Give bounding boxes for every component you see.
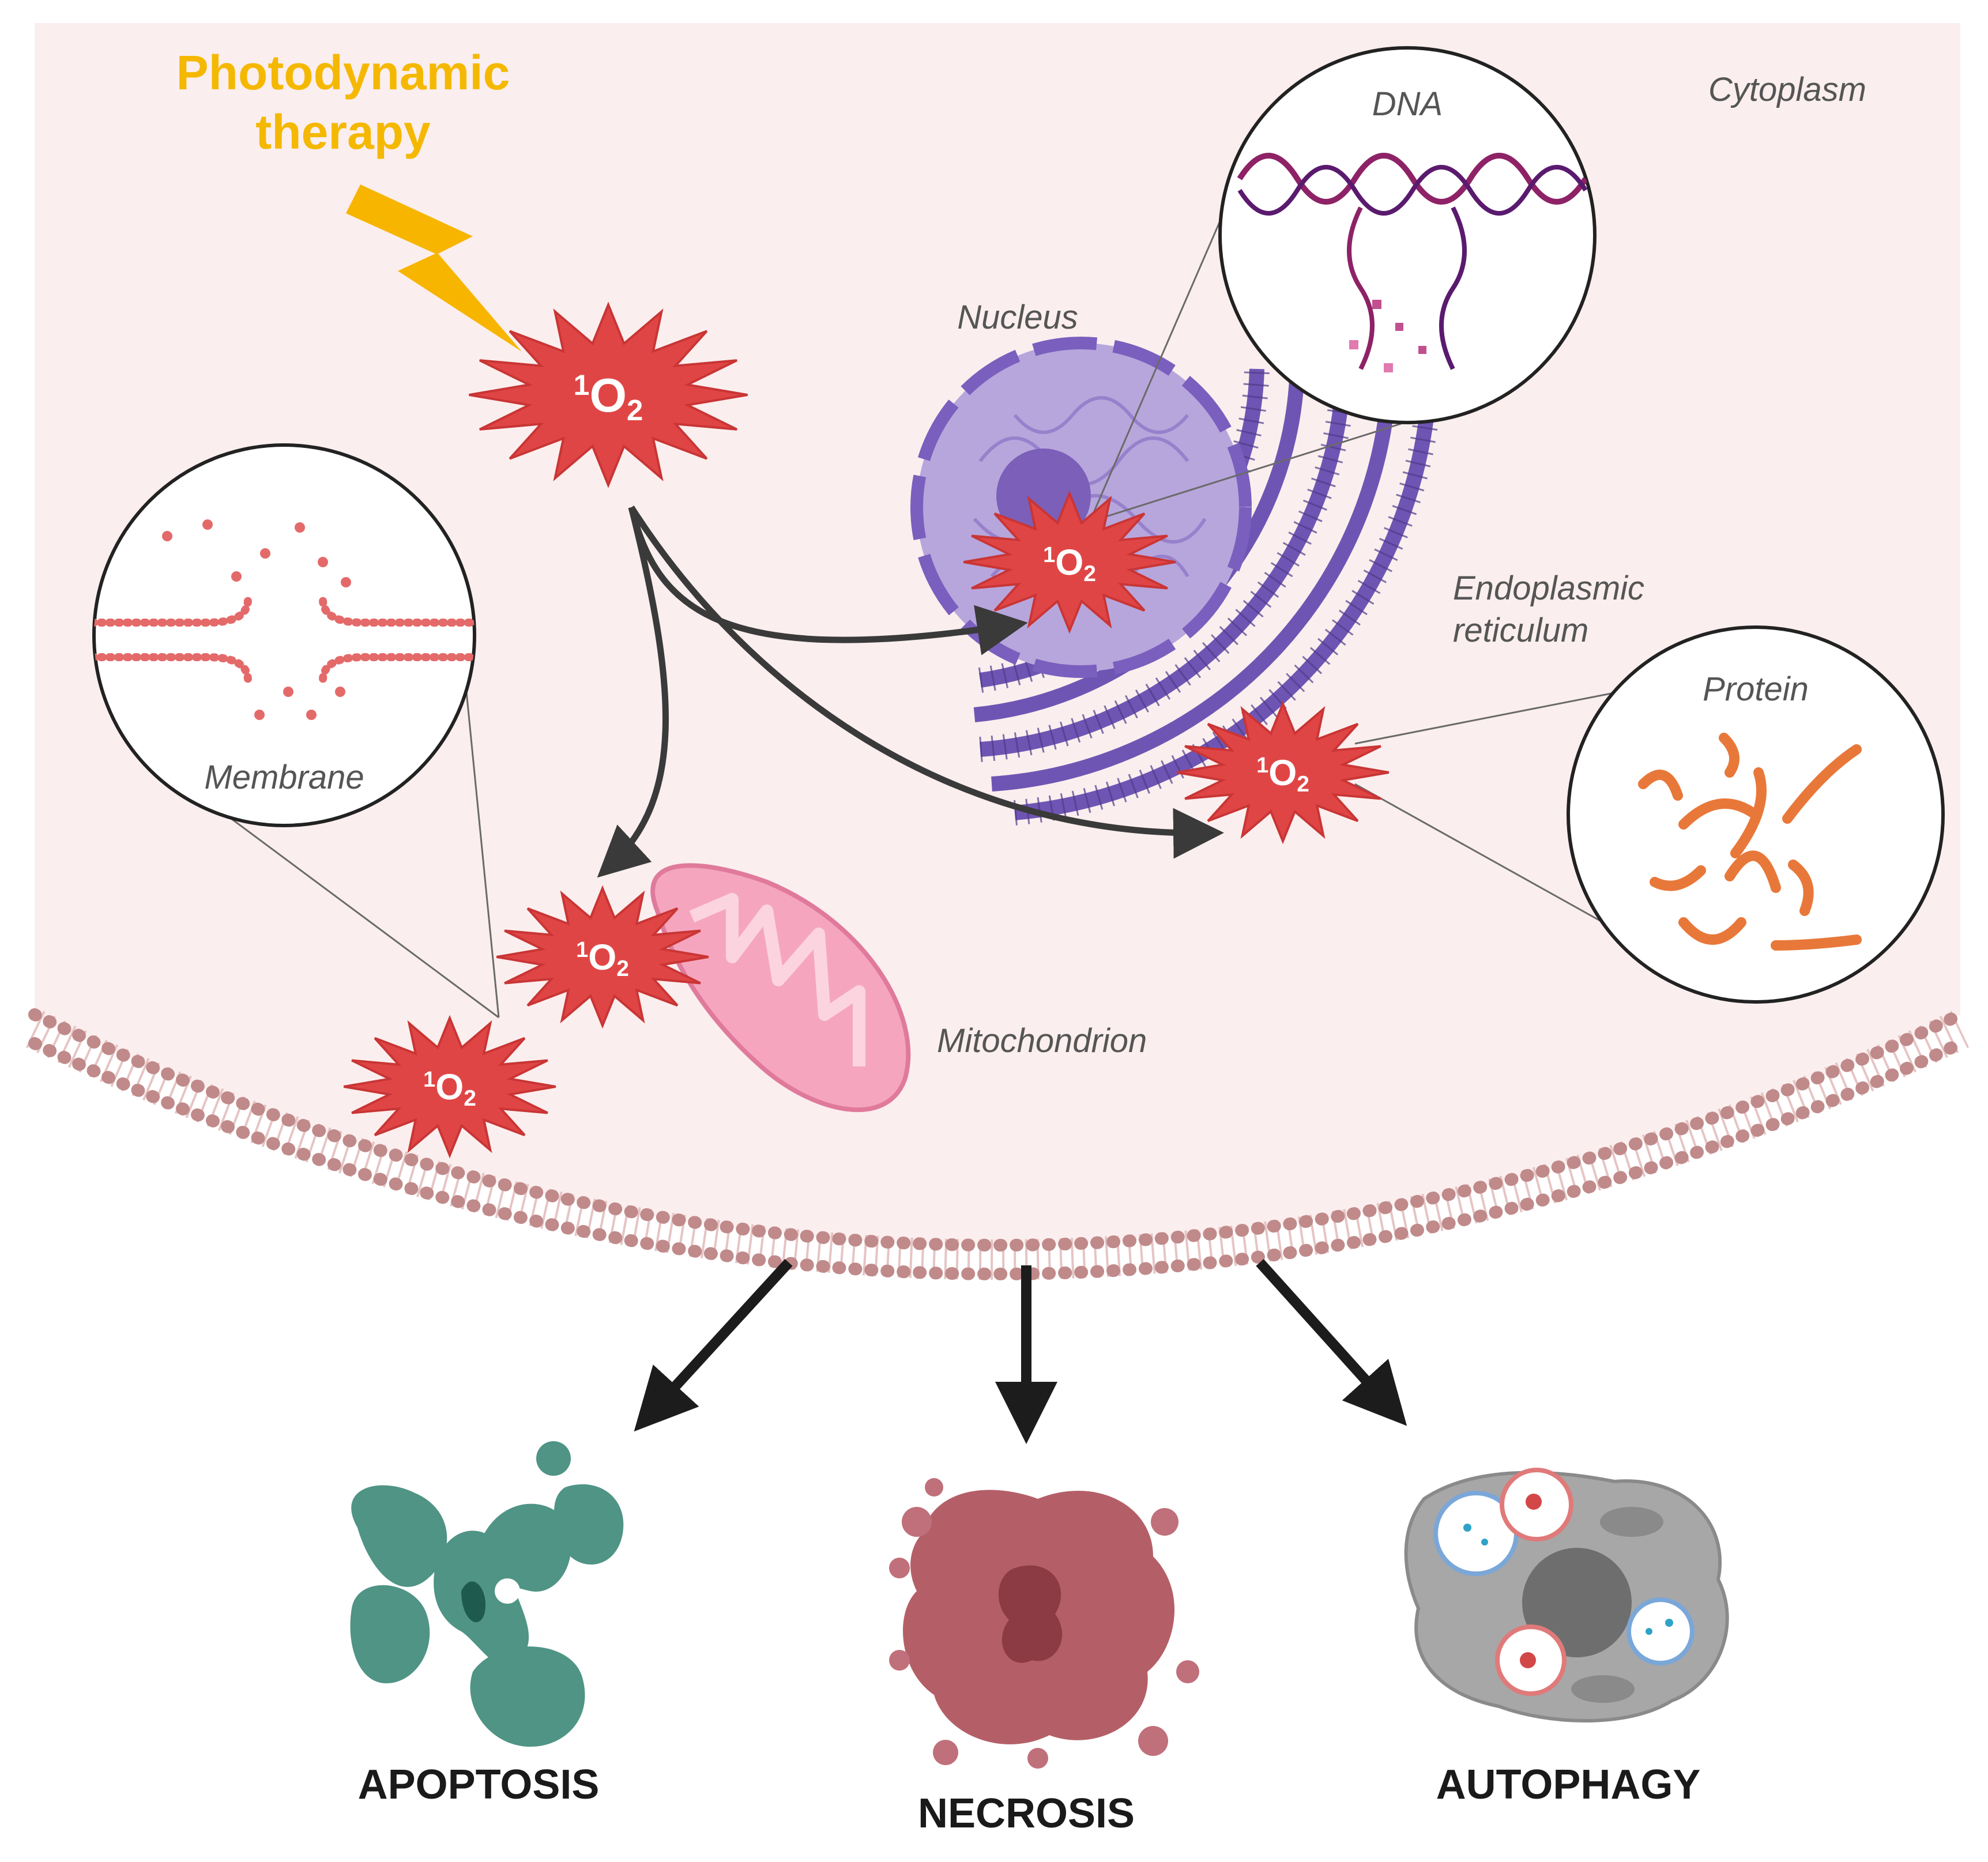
- autophagy-cell: [1404, 1468, 1729, 1722]
- singlet-oxygen-label: 1O2: [576, 937, 629, 981]
- outcome-arrows: [634, 1258, 1407, 1444]
- necrosis-label: NECROSIS: [918, 1791, 1135, 1837]
- starburst-shape: [496, 885, 709, 1029]
- mitochondrion-label: Mitochondrion: [937, 1022, 1147, 1060]
- apoptosis-cell: [350, 1441, 624, 1747]
- membrane-label: Membrane: [204, 759, 364, 796]
- protein-label: Protein: [1703, 670, 1809, 708]
- singlet-oxygen-er: 1O2: [1176, 700, 1390, 845]
- dna-zoom-circle: [1218, 46, 1597, 424]
- singlet-oxygen-markers: 1O2 1O2 1O2 1O2 1O2: [343, 301, 1390, 1159]
- singlet-oxygen-free: 1O2: [469, 301, 748, 488]
- cytoplasm-label: Cytoplasm: [1708, 71, 1866, 108]
- singlet-oxygen-label: 1O2: [574, 368, 643, 427]
- title-line-2: therapy: [255, 105, 431, 159]
- title-line-1: Photodynamic: [176, 46, 510, 100]
- singlet-oxygen-mitochondrion: 1O2: [496, 885, 709, 1029]
- necrosis-cell: [889, 1478, 1199, 1769]
- cell-membrane: [25, 1008, 1970, 1280]
- singlet-oxygen-label: 1O2: [1256, 753, 1309, 797]
- er-label-line-2: reticulum: [1453, 612, 1588, 649]
- starburst-shape: [963, 490, 1176, 634]
- lightning-icon: [346, 184, 522, 352]
- apoptosis-label: APOPTOSIS: [358, 1762, 600, 1808]
- starburst-shape: [343, 1015, 556, 1159]
- nucleus-label: Nucleus: [957, 299, 1078, 336]
- starburst-shape: [1176, 700, 1390, 845]
- protein-zoom-circle: [1567, 625, 1945, 1004]
- singlet-oxygen-nucleus: 1O2: [963, 490, 1176, 634]
- er-label-line-1: Endoplasmic: [1453, 570, 1644, 607]
- singlet-oxygen-label: 1O2: [1043, 542, 1096, 586]
- singlet-oxygen-label: 1O2: [423, 1067, 476, 1111]
- nucleus: [910, 337, 1252, 678]
- mitochondrion: [650, 863, 911, 1113]
- starburst-shape: [469, 301, 748, 488]
- singlet-oxygen-membrane: 1O2: [343, 1015, 556, 1159]
- autophagy-label: AUTOPHAGY: [1436, 1762, 1701, 1808]
- flow-arrows: [597, 506, 1224, 878]
- membrane-zoom-circle: [92, 443, 476, 827]
- dna-label: DNA: [1372, 85, 1443, 123]
